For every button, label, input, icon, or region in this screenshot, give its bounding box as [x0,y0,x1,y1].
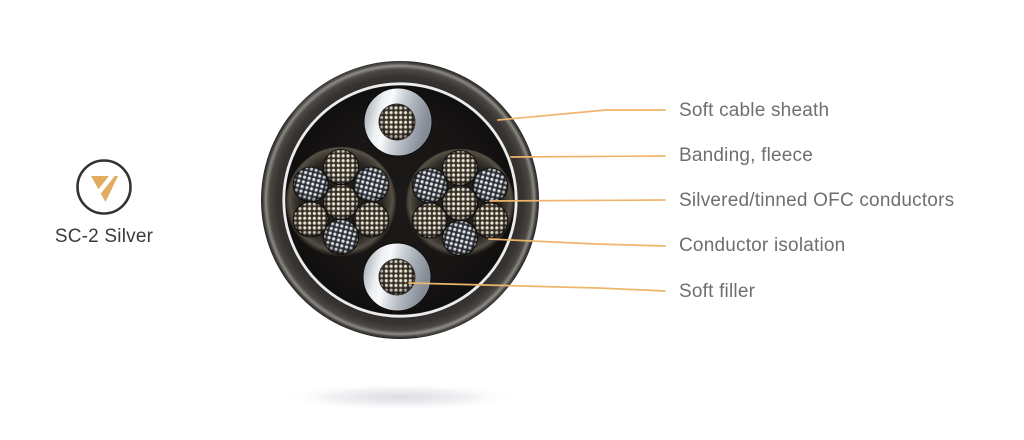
conductor-group-left [286,147,396,257]
callout-label-ofc-conductors: Silvered/tinned OFC conductors [679,190,955,211]
callout-label-conductor-isolation: Conductor isolation [679,235,846,256]
v-logo-icon [76,159,132,215]
callout-label-banding-fleece: Banding, fleece [679,145,813,166]
conductor-group-right [406,149,514,257]
cable-body [261,58,539,339]
leader-line-conductor-isolation [488,238,666,247]
callout-label-soft-cable-sheath: Soft cable sheath [679,100,830,121]
soft-filler-bottom [362,242,432,312]
leader-lines [408,109,666,292]
leader-line-soft-filler [408,282,666,292]
soft-filler-top [363,87,433,157]
product-name-label: SC-2 Silver [54,226,154,247]
callout-label-soft-filler: Soft filler [679,281,756,302]
leader-line-ofc-conductors [489,199,666,202]
brand-block: SC-2 Silver [24,158,184,248]
floor-shadow [278,383,522,411]
leader-line-banding-fleece [510,155,666,158]
leader-line-soft-cable-sheath [497,109,666,121]
banding-ring [282,82,518,318]
